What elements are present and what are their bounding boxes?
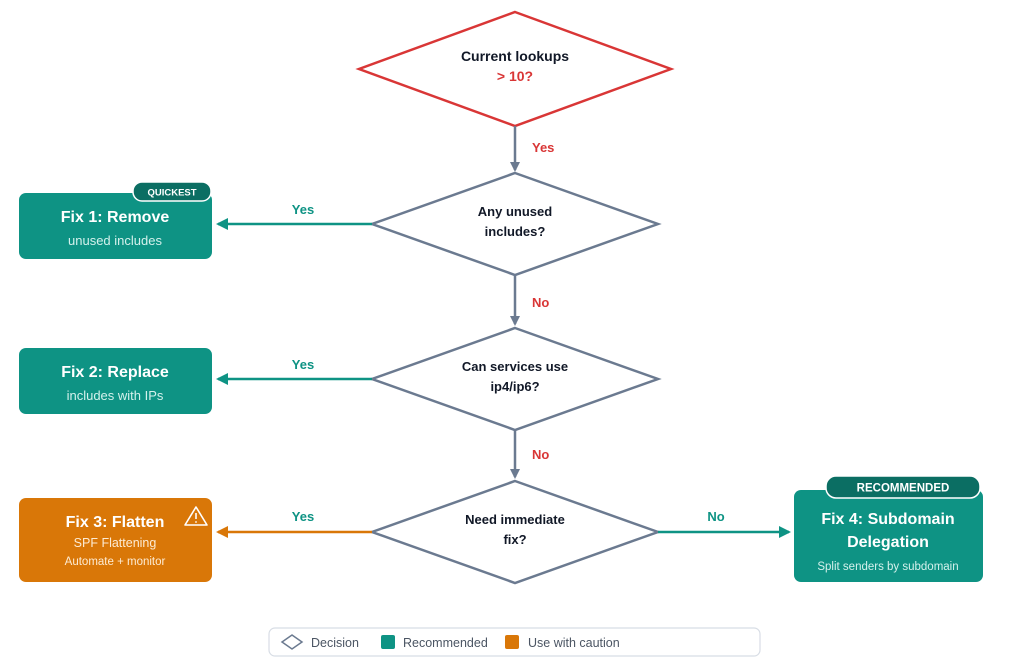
- edge-d0-d1-label: Yes: [532, 140, 554, 155]
- legend-decision-label: Decision: [311, 636, 359, 650]
- legend: Decision Recommended Use with caution: [268, 627, 761, 657]
- decision-need-immediate-line1: Need immediate: [465, 512, 565, 527]
- fix3-subtitle: SPF Flattening: [74, 536, 157, 550]
- quickest-badge: QUICKEST: [132, 181, 212, 202]
- legend-decision-swatch: [280, 634, 304, 650]
- decision-current-lookups-line1: Current lookups: [461, 48, 569, 64]
- fix2-title: Fix 2: Replace: [61, 364, 169, 381]
- edge-d1-fix1-label: Yes: [292, 202, 314, 217]
- warning-icon: [184, 506, 208, 526]
- legend-recommended-swatch: [381, 635, 395, 649]
- edge-d3-fix4-label: No: [707, 509, 724, 524]
- decision-any-unused-line1: Any unused: [478, 204, 552, 219]
- fix3-title: Fix 3: Flatten: [66, 514, 165, 531]
- fix4-title-line2: Delegation: [847, 534, 929, 551]
- decision-need-immediate: [368, 479, 662, 585]
- legend-caution-label: Use with caution: [528, 636, 620, 650]
- legend-caution-swatch: [505, 635, 519, 649]
- quickest-badge-label: QUICKEST: [147, 188, 196, 199]
- legend-recommended-label: Recommended: [403, 636, 488, 650]
- fix1-box: Fix 1: Remove unused includes: [19, 193, 212, 259]
- edge-d3-fix3-label: Yes: [292, 509, 314, 524]
- fix2-box: Fix 2: Replace includes with IPs: [19, 348, 212, 414]
- fix4-subtitle: Split senders by subdomain: [817, 561, 958, 573]
- edge-d2-fix2-label: Yes: [292, 357, 314, 372]
- fix3-subtitle2: Automate + monitor: [65, 556, 166, 568]
- edge-d2-d3-label: No: [532, 447, 549, 462]
- fix2-subtitle: includes with IPs: [67, 388, 164, 403]
- fix3-box: Fix 3: Flatten SPF Flattening Automate +…: [19, 498, 212, 582]
- fix1-title: Fix 1: Remove: [61, 209, 170, 226]
- fix1-subtitle: unused includes: [68, 233, 162, 248]
- decision-current-lookups-line2: > 10?: [497, 68, 533, 84]
- decision-need-immediate-line2: fix?: [503, 532, 526, 547]
- decision-can-services-line2: ip4/ip6?: [490, 379, 539, 394]
- decision-can-services-line1: Can services use: [462, 359, 568, 374]
- edge-d1-d2-label: No: [532, 295, 549, 310]
- decision-any-unused-line2: includes?: [485, 224, 546, 239]
- fix4-title-line1: Fix 4: Subdomain: [821, 511, 954, 528]
- recommended-badge-label: RECOMMENDED: [857, 483, 950, 495]
- fix4-box: Fix 4: Subdomain Delegation Split sender…: [794, 490, 983, 582]
- recommended-badge: RECOMMENDED: [825, 475, 981, 499]
